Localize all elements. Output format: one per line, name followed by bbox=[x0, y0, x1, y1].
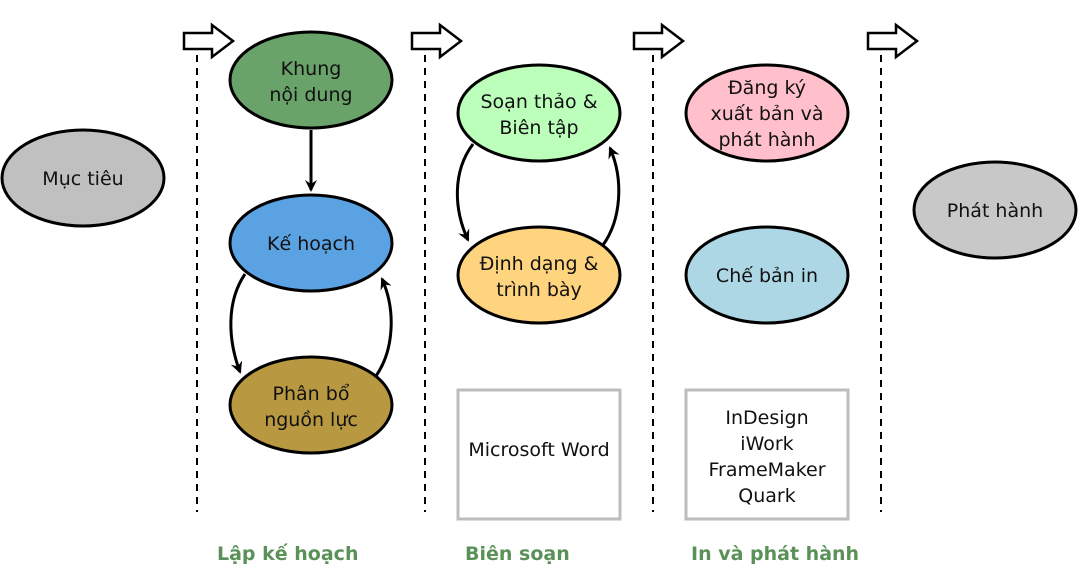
node-phat-hanh: Phát hành bbox=[912, 160, 1078, 260]
node-soan-thao: Soạn thảo & Biên tập bbox=[456, 63, 622, 163]
node-muc-tieu-label: Mục tiêu bbox=[42, 168, 123, 190]
stage-label-planning: Lập kế hoạch bbox=[217, 542, 358, 565]
node-phan-bo: Phân bổ nguồn lực bbox=[228, 355, 394, 455]
tool-word-label: Microsoft Word bbox=[468, 439, 609, 461]
node-dang-ky-label-line3: phát hành bbox=[718, 129, 815, 151]
node-khung-noi-dung: Khung nội dung bbox=[228, 30, 394, 130]
node-khung-label-line1: Khung bbox=[281, 58, 342, 80]
node-ke-hoach: Kế hoạch bbox=[228, 193, 394, 293]
edge-soanthao-to-dinhdang bbox=[455, 143, 475, 242]
stage-arrow-icon bbox=[410, 22, 464, 60]
node-soan-thao-label-line2: Biên tập bbox=[499, 117, 578, 139]
tool-layout-line2: iWork bbox=[740, 433, 793, 455]
tool-layout-line1: InDesign bbox=[725, 407, 808, 429]
node-dinh-dang: Định dạng & trình bày bbox=[456, 225, 622, 325]
node-dang-ky: Đăng ký xuất bản và phát hành bbox=[684, 63, 850, 163]
node-che-ban-label: Chế bản in bbox=[716, 265, 818, 287]
tool-box-word: Microsoft Word bbox=[456, 388, 622, 521]
node-ke-hoach-label: Kế hoạch bbox=[267, 233, 355, 255]
node-phan-bo-label-line2: nguồn lực bbox=[264, 409, 358, 431]
tool-layout-line3: FrameMaker bbox=[708, 459, 825, 481]
tool-box-layout: InDesign iWork FrameMaker Quark bbox=[684, 388, 850, 521]
edge-dinhdang-to-soanthao bbox=[601, 146, 621, 246]
stage-arrow-icon bbox=[632, 22, 686, 60]
stage-arrow-icon bbox=[182, 22, 236, 60]
stage-label-editing: Biên soạn bbox=[465, 543, 570, 565]
stage-arrow-icon bbox=[866, 22, 920, 60]
node-khung-label-line2: nội dung bbox=[269, 84, 352, 106]
stage-label-printing: In và phát hành bbox=[691, 543, 859, 565]
node-dinh-dang-label-line2: trình bày bbox=[496, 279, 582, 301]
node-dang-ky-label-line1: Đăng ký bbox=[728, 77, 806, 99]
edge-phanbo-to-kehoach bbox=[374, 277, 393, 377]
node-phat-hanh-label: Phát hành bbox=[947, 200, 1043, 222]
node-soan-thao-label-line1: Soạn thảo & bbox=[480, 91, 597, 113]
node-dang-ky-label-line2: xuất bản và bbox=[710, 103, 823, 125]
node-che-ban: Chế bản in bbox=[684, 225, 850, 325]
node-dinh-dang-label-line1: Định dạng & bbox=[480, 253, 599, 275]
node-phan-bo-label-line1: Phân bổ bbox=[273, 383, 350, 405]
edge-kehoach-to-phanbo bbox=[229, 273, 247, 374]
node-muc-tieu: Mục tiêu bbox=[0, 128, 166, 228]
tool-layout-line4: Quark bbox=[738, 485, 795, 507]
